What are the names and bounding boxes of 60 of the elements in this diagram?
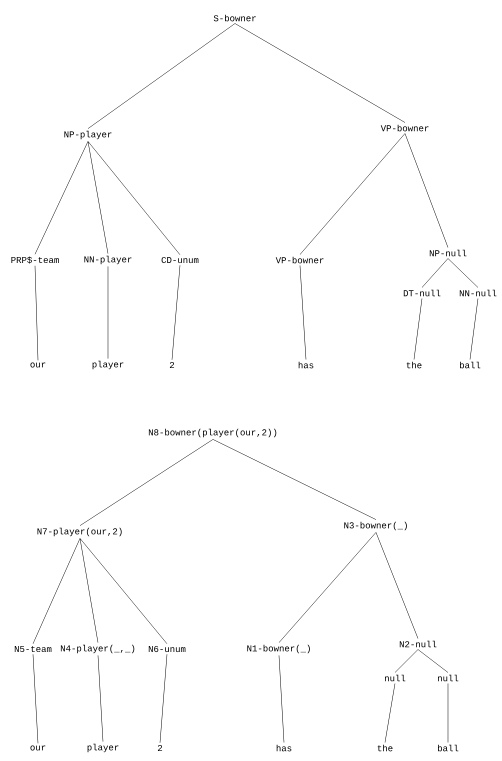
tree-node-label: S-bowner bbox=[214, 14, 256, 22]
tree-branch bbox=[88, 141, 108, 254]
tree-node-label: our bbox=[30, 746, 46, 750]
tree-node-label: CD-unum bbox=[162, 256, 198, 264]
tree-branch bbox=[376, 532, 418, 639]
tree-branch bbox=[448, 258, 478, 288]
tree-branch bbox=[32, 654, 38, 744]
tree-node-label: player bbox=[88, 744, 118, 752]
tree-branch bbox=[278, 655, 284, 743]
tree-node-label: has bbox=[298, 362, 314, 368]
tree-branch bbox=[278, 532, 376, 643]
tree-node-label: N5-team bbox=[14, 646, 52, 652]
tree-branch bbox=[404, 133, 448, 248]
tree-branch bbox=[422, 258, 448, 288]
tree-branch bbox=[384, 683, 396, 743]
tree-branch bbox=[160, 654, 168, 744]
tree-node-label: N6-unum bbox=[148, 646, 186, 652]
tree-branch bbox=[34, 266, 38, 361]
tree-branch bbox=[414, 298, 422, 360]
tree-branch bbox=[98, 655, 104, 742]
tree-branch bbox=[88, 141, 180, 255]
tree-node-label: has bbox=[276, 744, 292, 752]
tree-branch bbox=[300, 265, 306, 360]
tree-branch bbox=[80, 538, 98, 643]
tree-node-label: N1-bowner(_) bbox=[247, 644, 310, 654]
tree-node-label: NN-null bbox=[460, 290, 496, 296]
tree-node-label: PRP$-team bbox=[11, 256, 59, 264]
tree-node-label: VP-bowner bbox=[276, 256, 324, 264]
tree-node-label: N4-player(_,_) bbox=[60, 644, 134, 654]
tree-node-label: 2 bbox=[158, 745, 162, 752]
tree-branch bbox=[212, 439, 376, 520]
tree-node-label: our bbox=[30, 362, 46, 368]
tree-branch bbox=[300, 133, 406, 255]
tree-branch bbox=[80, 439, 214, 526]
tree-node-label: ball bbox=[438, 744, 458, 752]
tree-node-label: N3-bowner(_) bbox=[344, 522, 407, 530]
tree-node-label: VP-bowner bbox=[380, 124, 428, 132]
tree-branch bbox=[234, 23, 406, 123]
tree-branch bbox=[80, 538, 168, 644]
tree-node-label: N7-player(our,2) bbox=[38, 528, 122, 536]
tree-branch bbox=[88, 23, 236, 129]
tree-node-label: DT-null bbox=[404, 290, 440, 296]
tree-node-label: null bbox=[438, 674, 458, 682]
tree-node-label: the bbox=[378, 744, 392, 752]
tree-branch bbox=[418, 649, 448, 673]
tree-branch bbox=[32, 538, 80, 644]
tree-node-label: the bbox=[406, 362, 422, 368]
tree-node-label: ball bbox=[460, 362, 480, 368]
tree-branch bbox=[394, 649, 418, 673]
tree-node-label: N2-null bbox=[400, 640, 436, 648]
tree-node-label: N8-bowner(player(our,2)) bbox=[148, 428, 276, 438]
tree-node-label: NP-null bbox=[430, 250, 466, 256]
tree-node-label: NP-player bbox=[64, 130, 112, 140]
tree-node-label: player bbox=[92, 360, 124, 370]
tree-branch bbox=[172, 265, 180, 360]
tree-branch bbox=[470, 298, 478, 360]
tree-branch bbox=[34, 141, 88, 254]
tree-node-label: NN-player bbox=[84, 256, 132, 264]
tree-node-label: 2 bbox=[170, 362, 174, 368]
tree-node-label: null bbox=[384, 674, 406, 682]
